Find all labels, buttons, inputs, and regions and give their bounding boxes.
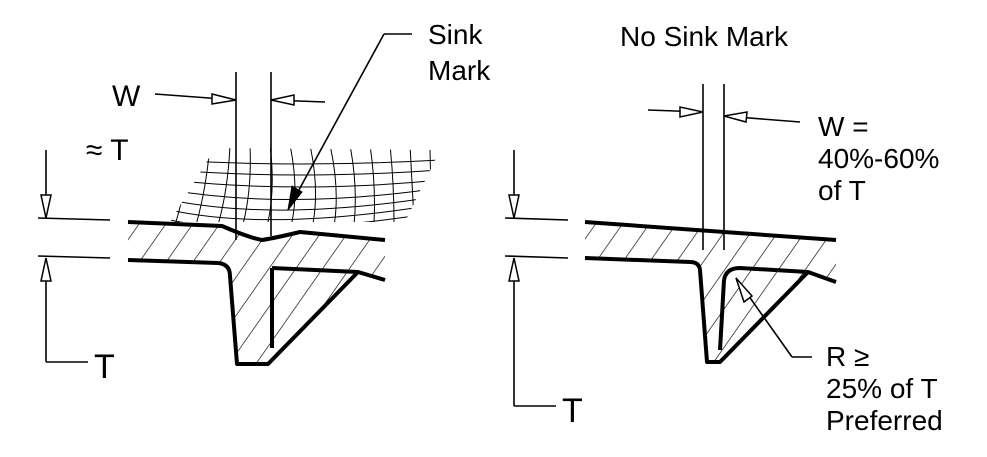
sink-label-line2: Mark [428,55,491,86]
right-plate-top-edge [584,220,837,242]
right-w-label-line1: W = [818,111,869,142]
right-w-label-line3: of T [818,175,866,206]
left-rib-side [270,266,359,348]
right-rib-side [718,266,809,351]
right-figure: No Sink Mark T W = 40%-60% of T R ≥ 25% … [504,21,943,436]
right-w-label-line2: 40%-60% [818,143,939,174]
sink-mark-grid [170,148,440,222]
sink-label-line1: Sink [428,19,483,50]
left-t-label: T [94,348,115,386]
right-title: No Sink Mark [620,21,789,52]
left-plate-body [128,222,385,364]
left-figure: T W ≈ T Sink Mark [37,19,491,386]
left-plate-bottom-edge [127,258,386,366]
left-plate-top-edge [127,220,386,242]
right-t-label: T [562,392,583,430]
right-r-label-line2: 25% of T [826,373,938,404]
right-plate-body [585,222,836,362]
right-plate-bottom-edge [584,256,837,364]
right-r-label-line1: R ≥ [826,341,869,372]
right-r-label-line3: Preferred [826,405,943,436]
left-w-value: ≈ T [86,134,129,167]
left-w-label: W [112,80,141,113]
